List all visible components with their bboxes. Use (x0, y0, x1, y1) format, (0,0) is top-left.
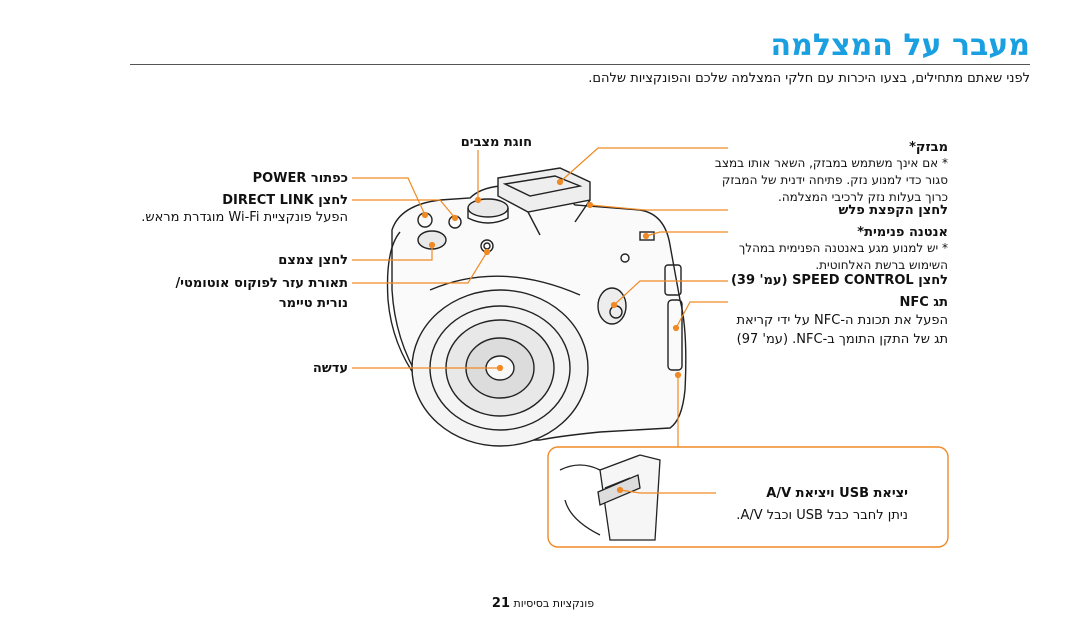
lens-label: עדשה (312, 361, 348, 376)
antenna-label: אנטנה פנימית* (857, 225, 948, 240)
direct-link-description: הפעל פונקציית Wi-Fi מוגדרת מראש. (141, 210, 348, 225)
af-lamp-label-line2: נורית טיימר (278, 296, 348, 311)
usb-port-inset (547, 446, 949, 548)
antenna-note-2: השימוש ברשת האלחוטית. (815, 258, 948, 272)
page-number: 21 (491, 596, 510, 611)
page-footer: פונקציות בסיסיות 21 (0, 596, 1080, 611)
flash-note-3: כרוך בעלות נזק לרכיבי המצלמה. (778, 190, 948, 204)
title-divider (130, 64, 1030, 65)
af-lamp-label-line1: תאורת עזר לפוקוס אוטומטי/ (175, 276, 348, 291)
leader-flash-button (589, 204, 728, 211)
flash-label: מבזק* (909, 140, 948, 155)
leader-lines (352, 147, 728, 494)
flash-button-label: לחצן הקפצת פלש (838, 203, 949, 218)
leader-antenna (645, 231, 728, 237)
leader-speed-control (613, 280, 728, 306)
nfc-tag-label: תג NFC (899, 295, 948, 310)
shutter-button-label: לחצן צמצם (278, 253, 348, 268)
usb-port-label: יציאת USB ויציאת A/V (766, 486, 908, 501)
leader-direct-link (352, 199, 456, 219)
intro-text: לפני שאתם מתחילים, בצעו היכרות עם חלקי ה… (588, 71, 1030, 86)
mode-dial-label: חוגת מצבים (460, 135, 532, 150)
leader-shutter (352, 245, 433, 261)
leader-power (352, 177, 426, 216)
usb-port-description: ניתן לחבר כבל USB וכבל A/V. (736, 508, 908, 523)
leader-af-lamp (352, 251, 488, 284)
speed-control-label: לחצן SPEED CONTROL (עמ' 39) (730, 273, 948, 288)
flash-note-1: * אם אינך משתמש במבזק, השאר אותו במצב (714, 156, 948, 170)
antenna-note-1: * יש למנוע מגע באנטנה הפנימית במהלך (738, 241, 948, 255)
direct-link-label: DIRECT LINK לחצן (222, 193, 348, 208)
nfc-description-1: הפעל את תכונת ה-NFC על ידי קריאת (736, 313, 949, 328)
leader-usb (619, 489, 716, 494)
page-title: מעבר על המצלמה (770, 28, 1030, 63)
footer-section: פונקציות בסיסיות (513, 597, 595, 610)
nfc-description-2: תג של התקן התומך ב-NFC. (עמ' 97) (736, 332, 948, 347)
power-button-label: POWER כפתור (252, 171, 348, 186)
leader-flash (559, 147, 728, 183)
flash-note-2: סגור כדי למנוע נזק. פתיחה ידנית של המבזק (721, 173, 948, 187)
leader-nfc (675, 301, 728, 329)
